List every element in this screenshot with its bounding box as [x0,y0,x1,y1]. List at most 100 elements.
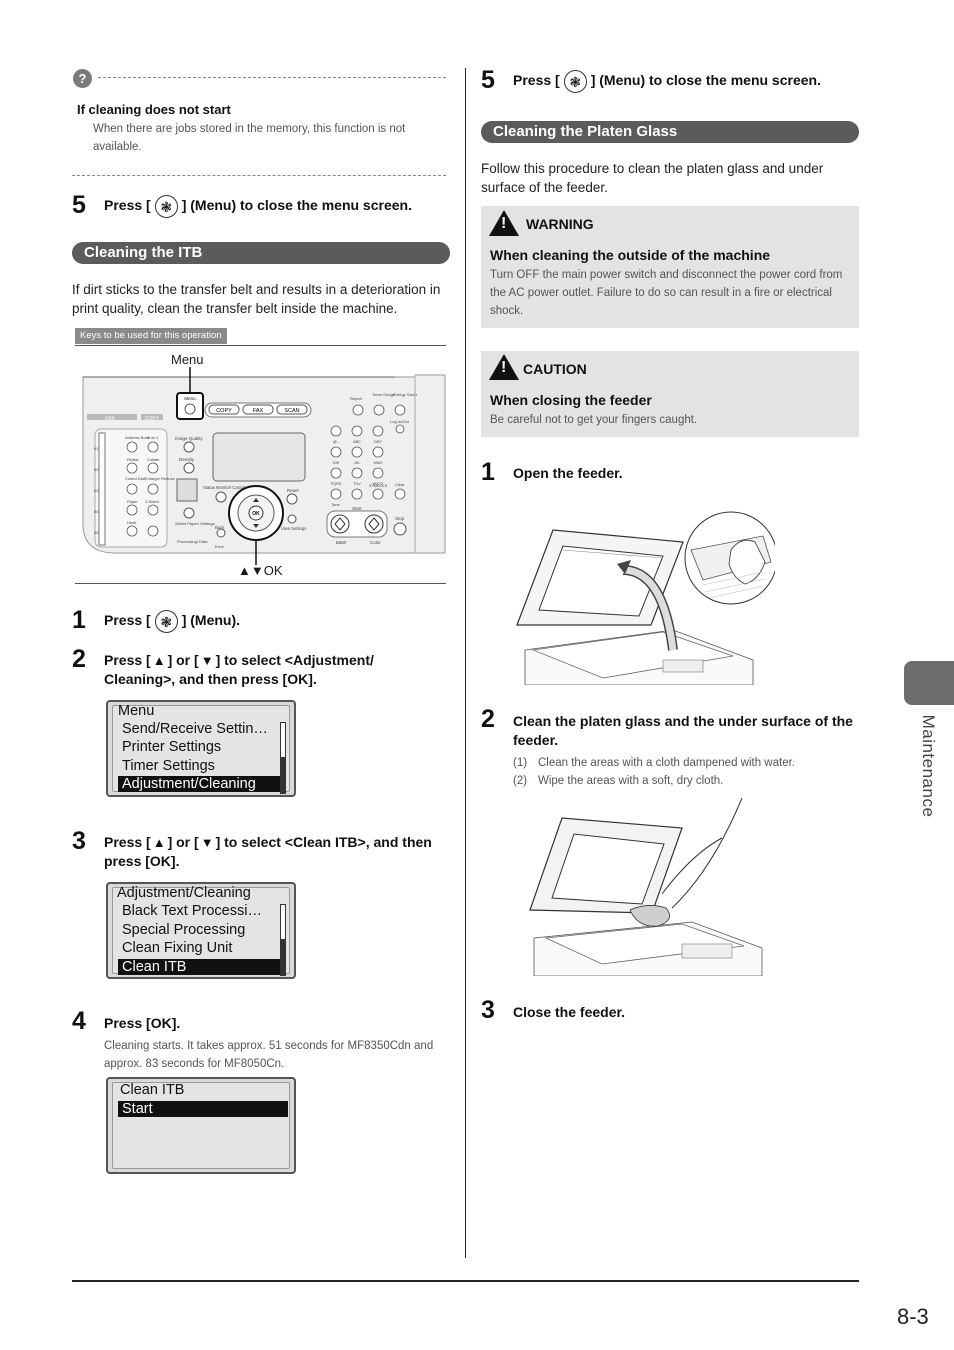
key-8-label: TUV [353,482,361,486]
lcd-menu-row-selected: Adjustment/Cleaning [118,776,286,792]
view-settings-label: View Settings [281,526,306,531]
down-arrow-icon: ▼ [200,653,214,668]
step-5-text: Press [❃] (Menu) to close the menu scree… [513,70,853,93]
fax-tab: FAX [105,416,115,422]
question-icon: ? [73,69,92,88]
step-1-text: Press [❃] (Menu). [104,610,444,633]
density-label: Density [179,457,195,462]
step-3-number: 3 [72,827,86,855]
key-9-label: WXYZ [373,482,385,486]
copy-key: COPY [216,408,232,414]
lcd-clean-itb-row-selected: Start [118,1101,288,1117]
keys-rule-bottom [75,583,446,584]
ot-label-8: 2-Sided [145,499,159,504]
note-title: If cleaning does not start [77,102,231,117]
clean-glass-illustration [529,798,763,976]
lcd-menu-row: Printer Settings [122,739,222,755]
lcd-menu-row: Timer Settings [122,758,215,774]
scan-key: SCAN [284,408,299,414]
symbols-label: SYMBOLS [369,484,388,488]
menu-key-label: Menu [184,396,196,401]
step-5-number: 5 [481,66,495,94]
warning-icon: ! [489,210,519,236]
error-label: Error [215,544,225,549]
warning-title: When cleaning the outside of the machine [490,247,771,263]
key-6-label: MNO [374,461,383,465]
login-label: Log In/Out [390,419,410,424]
substep-1-text: Clean the areas with a cloth dampened wi… [538,757,795,769]
ot-label-6: Enlarge/ Reduce [145,476,176,481]
ok-key-label: OK [252,511,260,517]
menu-key-icon: ❃ [154,195,178,218]
lcd-clean-itb: Clean ITB Start [106,1077,296,1174]
up-arrow-icon: ▲ [152,653,166,668]
ot-num-5: 05 [94,530,99,535]
lcd-clean-itb-inner [112,1082,290,1169]
start-label: Start [352,506,362,511]
up-arrow-icon: ▲ [152,835,166,850]
ot-num-2: 02 [94,467,99,472]
step-4-text: Press [OK]. [104,1015,181,1031]
menu-key-icon: ❃ [563,70,587,93]
key-4-label: GHI [333,461,340,465]
lcd-adjustment-row: Black Text Processi… [122,903,262,919]
ot-label-4: Collate [147,457,160,462]
ot-num-3: 03 [94,488,99,493]
lcd-adjustment-title: Adjustment/Cleaning [117,885,251,901]
status-label: Status Monitor/ Cancel [203,485,245,490]
menu-key-icon: ❃ [154,610,178,633]
key-2-label: ABC [353,440,361,444]
caution-title: When closing the feeder [490,392,652,408]
clear-label: Clear [395,482,405,487]
back-label: Back [215,525,225,530]
lcd-scrollbar [280,722,286,794]
key-5-label: JKL [354,461,361,465]
control-panel-illustration: FAX COPY 01 02 03 04 05 Address Book N o… [82,367,446,565]
select-paper-label: Select Paper/ Settings [175,521,215,526]
report-label: Report [350,396,363,401]
step-1-number: 1 [481,458,495,486]
lcd-adjustment: Adjustment/Cleaning Black Text Processi…… [106,882,296,979]
ot-label-5: Coded Dial [125,476,145,481]
color-label: Color [370,540,381,545]
down-arrow-icon: ▼ [200,835,214,850]
caution-label: CAUTION [523,361,587,377]
footer-rule [72,1280,859,1282]
caution-box: ! CAUTION When closing the feeder Be car… [481,351,859,437]
step-2-text: Press [▲] or [▼] to select <Adjustment/ … [104,652,374,687]
ot-label-2: N on 1 [147,435,160,440]
step-2-number: 2 [481,705,495,733]
step-3-text: Press [▲] or [▼] to select <Clean ITB>, … [104,834,432,869]
energy-label: Energy Saver [393,392,418,397]
image-quality-label: Image Quality [175,436,204,441]
open-feeder-illustration [516,511,775,685]
warning-label: WARNING [526,216,594,232]
lcd-adjustment-row-selected: Clean ITB [118,959,286,975]
ot-num-1: 01 [94,446,99,451]
page-number: 8-3 [897,1304,929,1329]
ot-label-1: Address Book [125,435,150,440]
lcd-scrollbar [280,904,286,976]
step-2-number: 2 [72,645,86,673]
lcd-menu-row: Send/Receive Settin… [122,721,268,737]
stop-label: Stop [395,516,405,521]
fax-key: FAX [253,408,264,414]
processing-label: Processing/ Data [177,539,208,544]
lcd-adjustment-row: Special Processing [122,922,246,938]
step-3-number: 3 [481,996,495,1024]
chapter-tab[interactable] [904,661,954,705]
lcd-adjustment-row: Clean Fixing Unit [122,940,233,956]
note-dash-top [98,77,446,78]
toner-label: Toner Gauge [372,392,396,397]
reset-label: Reset [287,488,300,493]
tone-label: Tone [331,502,340,507]
step-1-text: Open the feeder. [513,465,623,481]
step-1-number: 1 [72,606,86,634]
key-7-label: PQRS [331,482,342,486]
section-title-platen: Cleaning the Platen Glass [481,121,859,143]
key-3-label: DEF [374,440,382,444]
note-dash-bottom [72,175,446,176]
ot-num-4: 04 [94,509,99,514]
lcd-menu-title: Menu [118,703,155,719]
step-5-number: 5 [72,191,86,219]
